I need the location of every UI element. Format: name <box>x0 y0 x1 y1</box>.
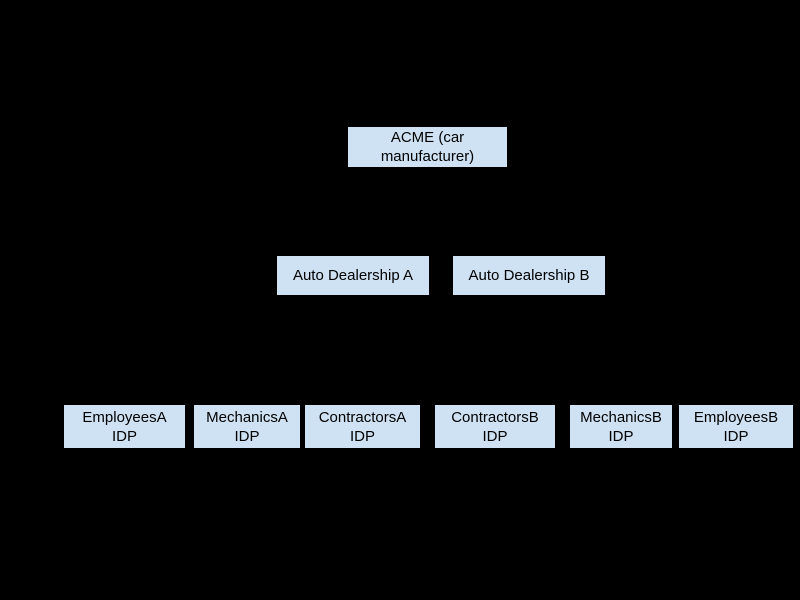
node-label-line: Auto Dealership A <box>292 267 414 284</box>
node-label-line: EmployeesA <box>82 408 167 426</box>
node-label-line: ACME (car <box>390 129 465 146</box>
node-label-line: IDP <box>723 427 749 445</box>
node-label-line: manufacturer) <box>380 148 475 165</box>
node-label-line: IDP <box>482 427 508 445</box>
node-label-line: Auto Dealership B <box>468 267 590 284</box>
node-label-line: IDP <box>608 427 634 445</box>
node-label-line: IDP <box>111 427 137 445</box>
node-auto-dealership-a: Auto Dealership A <box>277 256 429 295</box>
node-label-line: MechanicsA <box>206 408 288 426</box>
node-label-line: IDP <box>234 427 260 445</box>
node-mechanicsa-idp: MechanicsA IDP <box>194 405 300 448</box>
node-label-line: MechanicsB <box>580 408 662 426</box>
node-label-line: IDP <box>349 427 375 445</box>
node-label-line: ContractorsA <box>318 408 407 426</box>
node-contractorsb-idp: ContractorsB IDP <box>435 405 555 448</box>
node-label-line: ContractorsB <box>451 408 539 426</box>
node-acme: ACME (car manufacturer) <box>348 127 507 167</box>
node-label-line: EmployeesB <box>693 408 779 426</box>
node-mechanicsb-idp: MechanicsB IDP <box>570 405 672 448</box>
node-contractorsa-idp: ContractorsA IDP <box>305 405 420 448</box>
node-employeesa-idp: EmployeesA IDP <box>64 405 185 448</box>
node-employeesb-idp: EmployeesB IDP <box>679 405 793 448</box>
node-auto-dealership-b: Auto Dealership B <box>453 256 605 295</box>
